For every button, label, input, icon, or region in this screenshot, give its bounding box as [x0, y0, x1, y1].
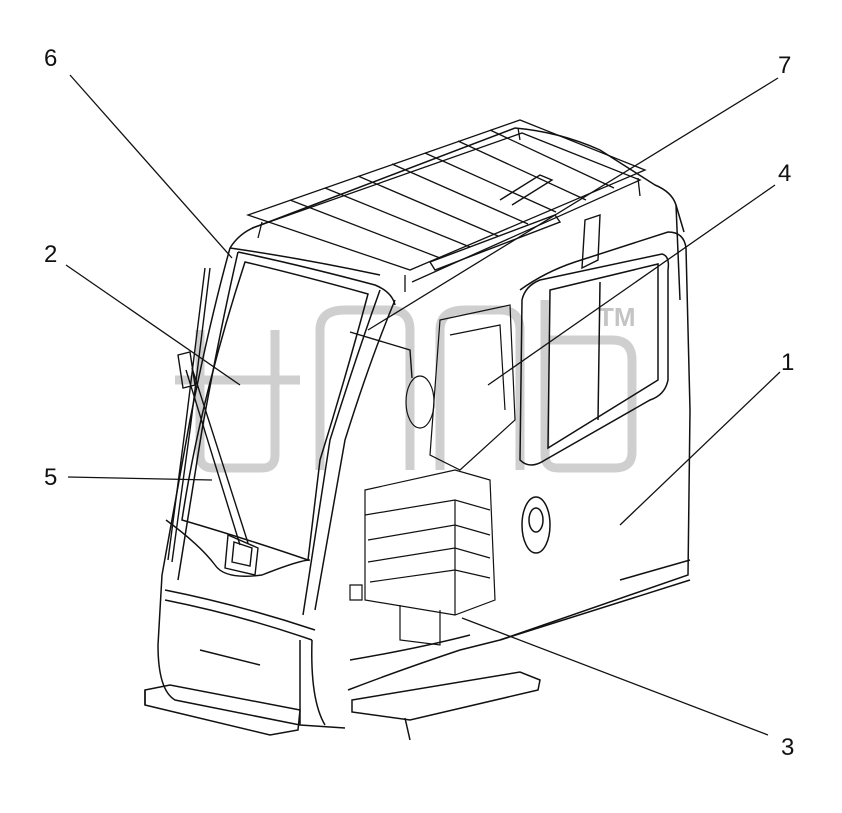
wiper-assembly: [165, 267, 311, 577]
leader-lines: [65, 74, 781, 736]
cab-shell: [144, 127, 691, 741]
leader-line-2: [65, 264, 241, 386]
callout-7: 7: [778, 52, 792, 79]
leader-line-4: [487, 184, 776, 386]
leader-line-5: [67, 476, 213, 481]
leader-line-3: [461, 617, 769, 736]
callout-2: 2: [44, 241, 58, 268]
watermark-logo: [175, 300, 637, 473]
roof-rack: [246, 119, 647, 292]
leader-line-7: [367, 77, 779, 331]
roof-wiper: [349, 174, 601, 379]
callout-4: 4: [778, 160, 792, 187]
callout-1: 1: [781, 349, 795, 376]
leader-line-1: [619, 371, 781, 526]
callout-6: 6: [44, 45, 58, 72]
watermark-tm: TM: [598, 302, 636, 332]
callout-3: 3: [781, 734, 795, 761]
callout-5: 5: [44, 464, 58, 491]
leader-line-6: [69, 74, 233, 259]
operator-seat: [349, 304, 516, 646]
